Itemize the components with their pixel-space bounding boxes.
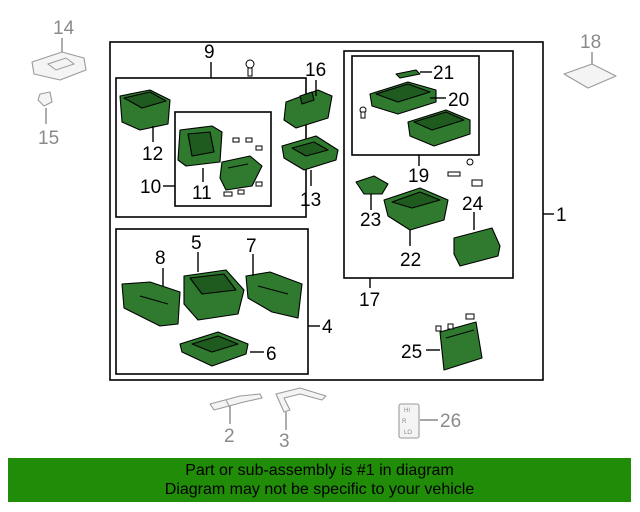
switch-label-lo: LO [404, 430, 412, 436]
callout-4: 4 [322, 317, 333, 338]
part-14-cover[interactable] [31, 51, 87, 81]
part-11-bracket[interactable] [177, 125, 263, 191]
callout-26: 26 [440, 411, 461, 432]
part-23-latch[interactable] [355, 175, 389, 195]
hardware-19-screw[interactable] [359, 106, 367, 119]
part-26-seat-heater-switch[interactable]: HI R LO [398, 403, 420, 439]
callout-2: 2 [224, 426, 235, 447]
subassembly-19-frame [351, 55, 480, 156]
callout-16: 16 [305, 60, 326, 81]
hardware-25-clips[interactable] [435, 313, 475, 332]
part-15-clip[interactable] [37, 91, 53, 107]
callout-14: 14 [53, 18, 75, 39]
part-18-pad[interactable] [563, 63, 617, 89]
part-13-cup-holder[interactable] [281, 135, 339, 171]
part-5-console-box[interactable] [183, 269, 245, 321]
part-22-armrest-base[interactable] [383, 187, 449, 231]
part-screw-top[interactable] [245, 59, 255, 77]
callout-10: 10 [140, 177, 161, 198]
part-25-panel[interactable] [439, 321, 483, 371]
hardware-24-clips[interactable] [447, 158, 483, 187]
part-16-bracket[interactable] [283, 89, 333, 129]
part-12-bin[interactable] [119, 89, 171, 131]
callout-9: 9 [204, 42, 215, 63]
part-6-tray[interactable] [179, 331, 249, 367]
subassembly-17-frame [343, 50, 514, 279]
callout-8: 8 [155, 248, 166, 269]
part-20-armrest-lid[interactable] [369, 81, 437, 115]
parts-diagram: 14 15 18 2 3 HI R LO 26 9 12 10 [31, 18, 617, 452]
subassembly-4-frame [115, 228, 309, 375]
callout-15: 15 [38, 128, 59, 149]
callout-7: 7 [246, 236, 257, 257]
callout-13: 13 [300, 190, 321, 211]
callout-18: 18 [580, 32, 601, 53]
part-19-lid-pad[interactable] [407, 109, 471, 147]
part-24-cover[interactable] [453, 227, 501, 267]
callout-20: 20 [448, 90, 469, 111]
part-8-side-panel[interactable] [121, 281, 181, 327]
callout-17: 17 [359, 290, 380, 311]
hardware-10-screws[interactable] [223, 137, 263, 197]
banner-line-1: Part or sub-assembly is #1 in diagram [185, 462, 454, 479]
part-7-side-panel[interactable] [245, 271, 303, 319]
switch-label-hi: HI [404, 408, 410, 414]
callout-12: 12 [142, 144, 163, 165]
part-3-trim[interactable] [275, 387, 327, 413]
callout-22: 22 [400, 250, 421, 271]
callout-11: 11 [192, 183, 212, 204]
callout-1: 1 [556, 205, 567, 226]
callout-19: 19 [408, 166, 429, 187]
callout-6: 6 [266, 344, 277, 365]
switch-label-mid: R [402, 419, 407, 425]
callout-24: 24 [462, 194, 484, 215]
callout-21: 21 [433, 63, 454, 84]
callout-25: 25 [401, 342, 422, 363]
callout-3: 3 [279, 431, 290, 452]
assembly-1-frame [109, 41, 544, 381]
part-2-bracket[interactable] [209, 393, 263, 411]
callout-23: 23 [360, 210, 381, 231]
part-21-clip[interactable] [395, 69, 421, 79]
subassembly-10-frame [174, 111, 272, 207]
info-banner: Part or sub-assembly is #1 in diagram Di… [8, 458, 631, 502]
banner-line-2: Diagram may not be specific to your vehi… [164, 481, 475, 498]
callout-5: 5 [191, 233, 202, 254]
